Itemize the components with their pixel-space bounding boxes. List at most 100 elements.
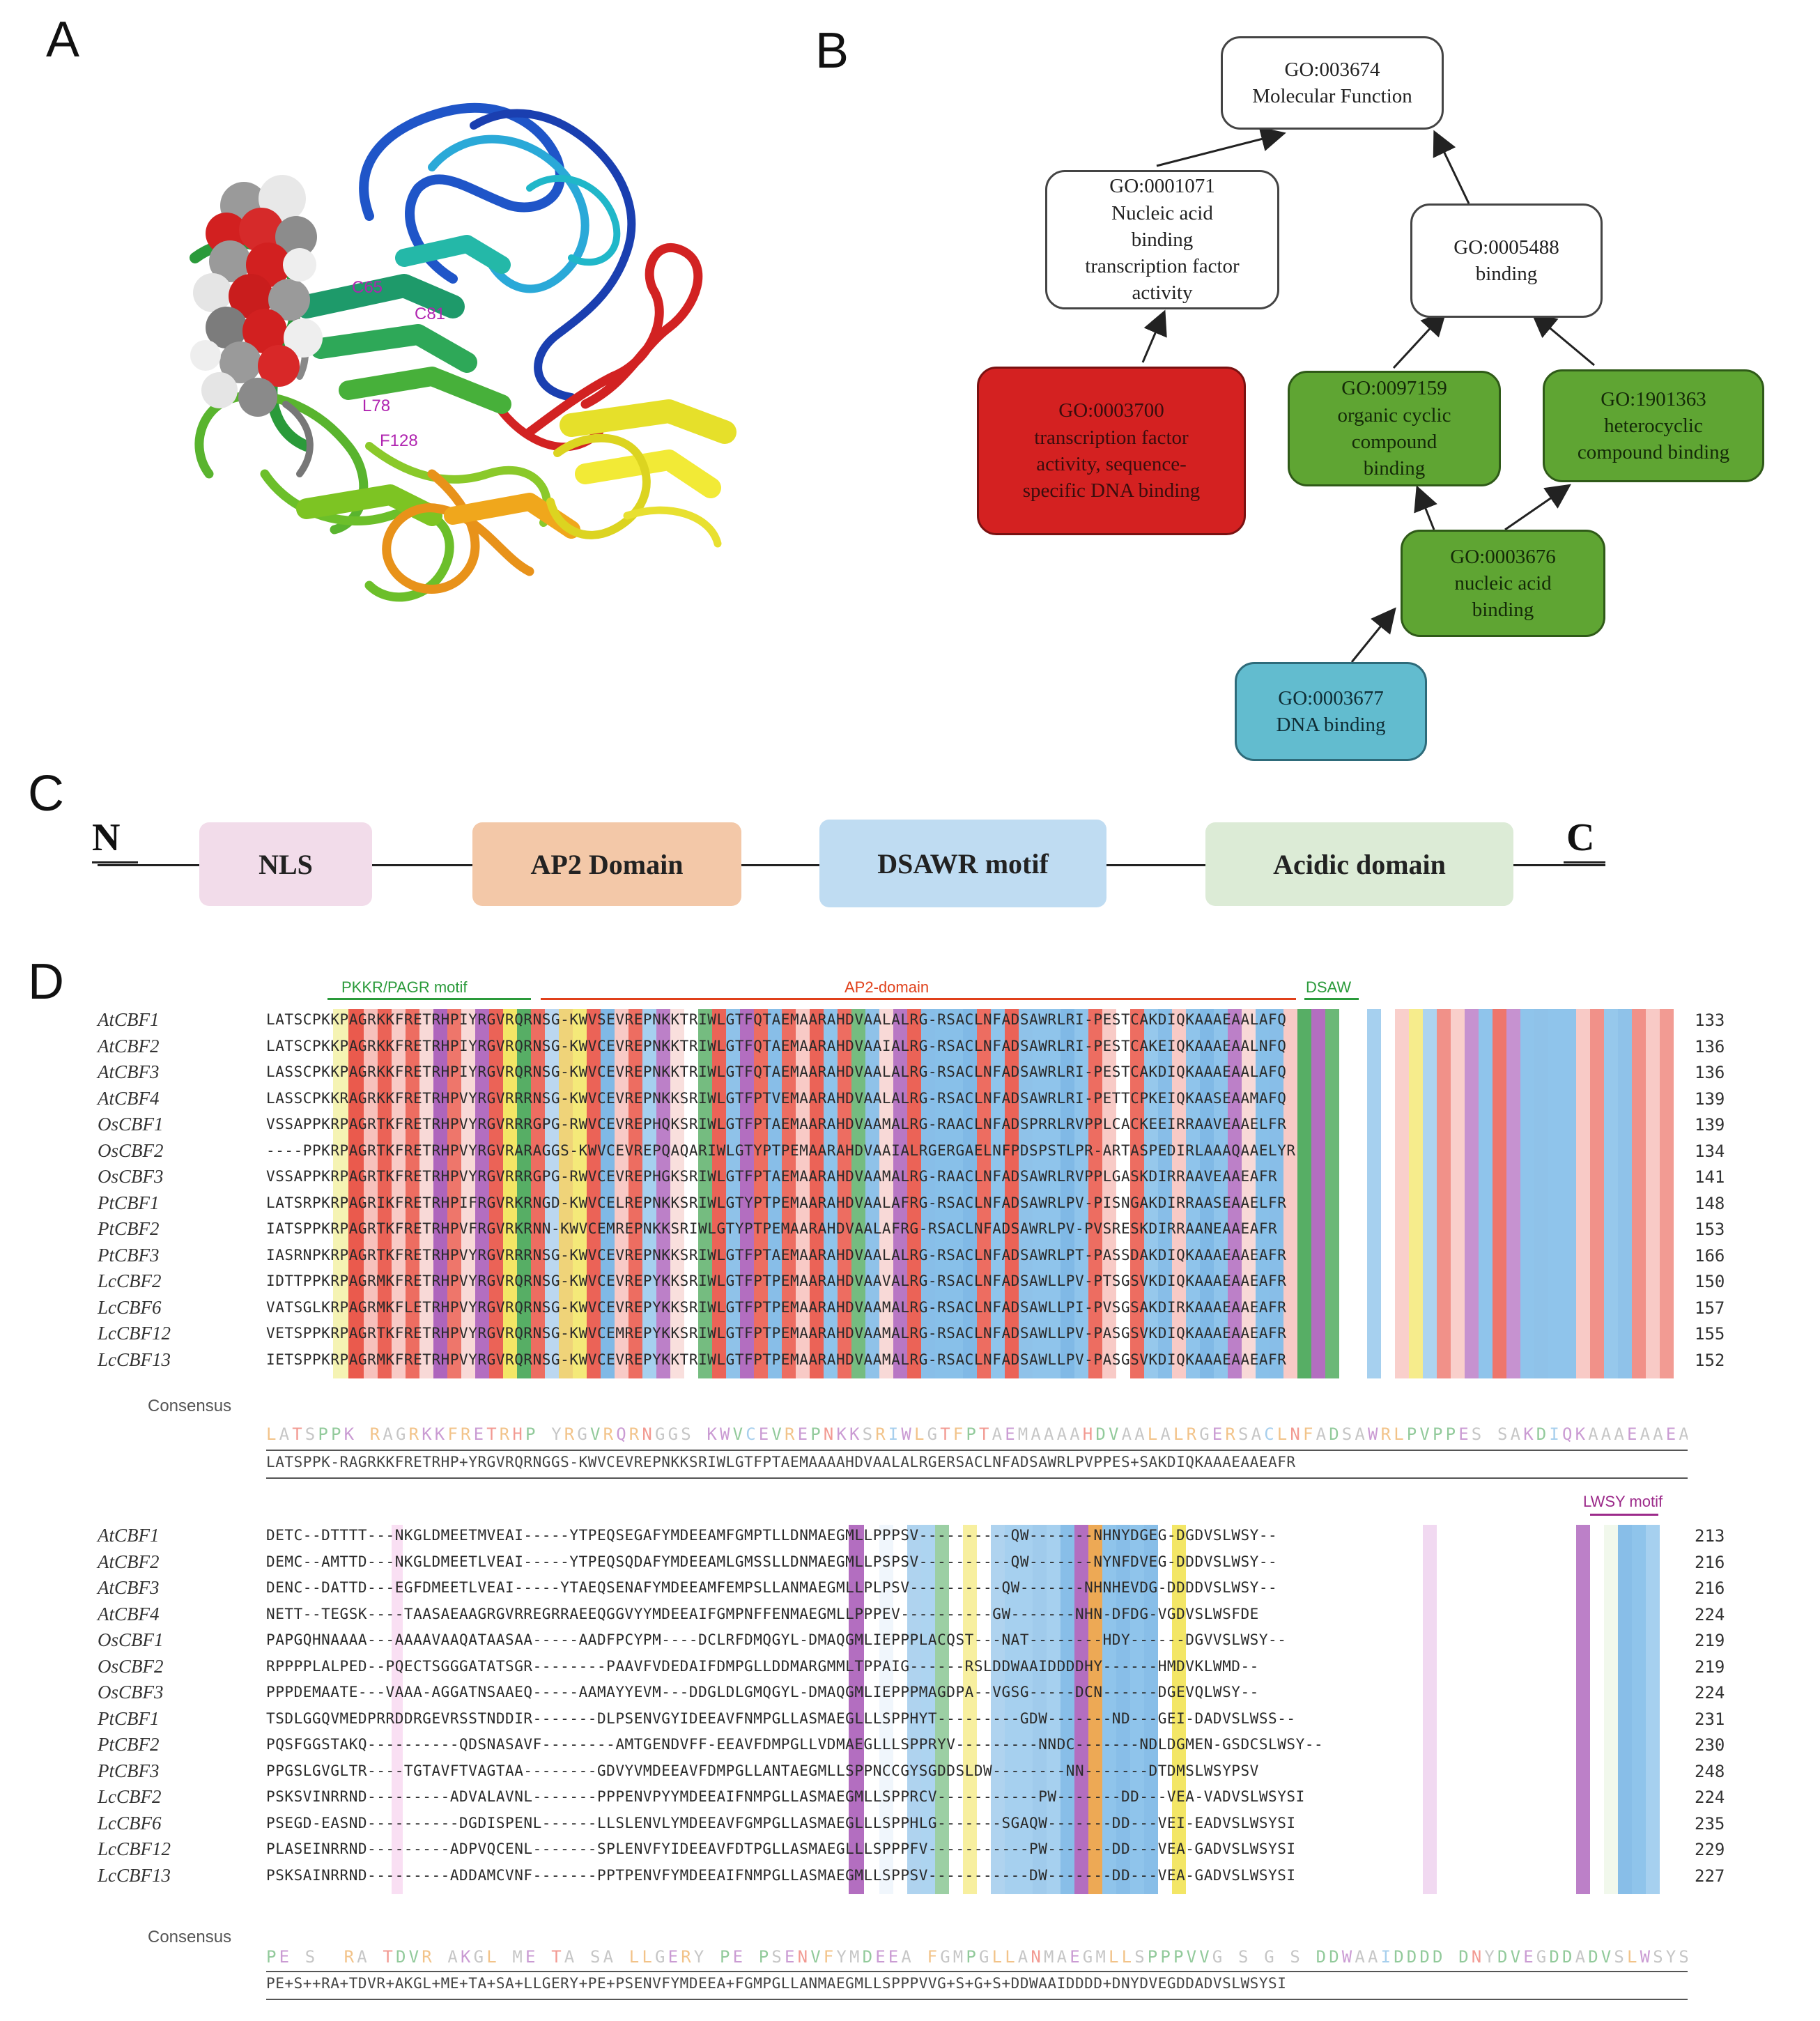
conserved-column-highlight	[419, 1009, 433, 1378]
conserved-column-highlight	[656, 1009, 670, 1378]
logo-glyph: S	[1497, 1424, 1507, 1444]
logo-glyph: E	[1523, 1947, 1533, 1967]
logo-glyph: S	[1679, 1947, 1688, 1967]
sequence-name: AtCBF4	[98, 1087, 160, 1109]
logo-glyph: T	[486, 1424, 496, 1444]
logo-glyph: P	[1433, 1424, 1442, 1444]
sequence-length: 139	[1695, 1089, 1725, 1109]
sequence-length: 134	[1695, 1141, 1725, 1161]
go-term: Nucleic acid	[1111, 201, 1213, 224]
go-term: organic cyclic	[1337, 404, 1451, 427]
panel-label-b: B	[815, 23, 849, 79]
logo-glyph: Q	[616, 1424, 626, 1444]
logo-glyph: M	[953, 1947, 963, 1967]
logo-glyph: C	[1264, 1424, 1274, 1444]
sequence-name: OsCBF2	[98, 1655, 164, 1677]
logo-glyph: D	[1497, 1947, 1507, 1967]
logo-glyph: A	[1044, 1424, 1054, 1444]
sequence-name: PtCBF1	[98, 1707, 160, 1729]
logo-glyph: A	[1653, 1424, 1663, 1444]
logo-glyph: S	[1238, 1424, 1248, 1444]
logo-glyph: V	[771, 1424, 781, 1444]
logo-glyph: P	[1446, 1424, 1456, 1444]
logo-glyph: A	[1057, 1947, 1067, 1967]
logo-glyph: H	[512, 1424, 522, 1444]
logo-glyph: E	[1666, 1424, 1676, 1444]
sequence-name: AtCBF1	[98, 1009, 160, 1030]
logo-glyph: S	[305, 1947, 315, 1967]
logo-glyph: A	[279, 1424, 290, 1444]
conserved-column-highlight	[378, 1009, 392, 1378]
logo-glyph: S	[1614, 1947, 1624, 1967]
sequence-name: OsCBF3	[98, 1682, 164, 1703]
conserved-column-highlight	[921, 1525, 935, 1894]
conserved-column-highlight	[1325, 1009, 1339, 1378]
sequence-name: LcCBF2	[98, 1786, 162, 1807]
conserved-column-highlight	[1144, 1009, 1158, 1378]
domain-acidic: Acidic domain	[1205, 822, 1513, 906]
logo-glyph: P	[966, 1424, 975, 1444]
sequence-length: 152	[1695, 1350, 1725, 1370]
logo-glyph: P	[720, 1947, 730, 1967]
sequence-residues: TSDLGGQVMEDPRRDDRGEVRSSTNDDIR-------DLPS…	[266, 1709, 1296, 1727]
sequence-length: 157	[1695, 1298, 1725, 1318]
logo-glyph: W	[1640, 1947, 1651, 1967]
sequence-length: 136	[1695, 1036, 1725, 1056]
sequence-residues: LASSCPKKPAGRKKFRETRHPIYRGVRQRNSG-KWVCEVR…	[266, 1063, 1287, 1080]
logo-glyph: E	[1212, 1424, 1222, 1444]
conserved-column-highlight	[670, 1009, 684, 1378]
motif-bar-pkkr	[327, 998, 531, 1000]
domain-dsawr-motif: DSAWR motif	[819, 820, 1106, 907]
logo-glyph: G	[474, 1947, 484, 1967]
conserved-column-highlight	[1632, 1525, 1646, 1894]
sequence-residues: ----PPKRPAGRTKFRETRHPVYRGVRARAGGS-KWVCEV…	[266, 1142, 1296, 1159]
sequence-residues: IASRNPKRPAGRTKFRETRHPVYRGVRRRNSG-KWVCEVR…	[266, 1246, 1287, 1263]
logo-glyph: A	[1588, 1424, 1598, 1444]
logo-glyph: S	[1238, 1947, 1248, 1967]
conserved-column-highlight	[1102, 1525, 1116, 1894]
c-terminus-underline	[1564, 861, 1605, 863]
conserved-column-highlight	[796, 1009, 810, 1378]
conserved-column-highlight	[1618, 1525, 1632, 1894]
sequence-residues: IETSPPKRPAGRMKFRETRHPVYRGVRQRNSG-KWVCEVR…	[266, 1351, 1287, 1368]
sequence-residues: LATSCPKKPAGRKKFRETRHPIYRGVRQRNSG-KWVCEVR…	[266, 1037, 1287, 1054]
conserved-column-highlight	[1646, 1525, 1660, 1894]
go-node-dna-binding: GO:0003677 DNA binding	[1235, 662, 1427, 761]
go-term: binding	[1475, 263, 1538, 285]
go-term: transcription factor	[1085, 255, 1240, 278]
logo-glyph: A	[1018, 1947, 1028, 1967]
sequence-residues: IDTTPPKRPAGRMKFRETRHPVYRGVRQRNSG-KWVCEVR…	[266, 1273, 1287, 1289]
logo-glyph: R	[344, 1947, 355, 1967]
conserved-column-highlight	[545, 1009, 559, 1378]
conserved-column-highlight	[1144, 1525, 1158, 1894]
conserved-column-highlight	[1437, 1009, 1451, 1378]
logo-glyph: G	[655, 1947, 665, 1967]
logo-glyph: D	[1329, 1424, 1339, 1444]
logo-glyph: A	[564, 1947, 575, 1967]
logo-glyph: A	[1160, 1424, 1171, 1444]
logo-glyph: A	[383, 1424, 393, 1444]
logo-glyph: D	[863, 1947, 872, 1967]
block2-conservation-shading	[392, 1525, 1660, 1894]
go-id: GO:0005488	[1453, 236, 1559, 259]
sequence-residues: DETC--DTTTT---NKGLDMEETMVEAI-----YTPEQSE…	[266, 1527, 1278, 1544]
logo-glyph: R	[681, 1947, 691, 1967]
conserved-column-highlight	[1367, 1009, 1381, 1378]
logo-glyph: A	[1316, 1424, 1327, 1444]
consensus-rule	[266, 1450, 1688, 1451]
sequence-length: 155	[1695, 1324, 1725, 1344]
conserved-column-highlight	[1200, 1009, 1214, 1378]
logo-glyph: A	[1134, 1424, 1145, 1444]
conserved-column-highlight	[768, 1009, 782, 1378]
sequence-name: AtCBF4	[98, 1603, 160, 1624]
logo-glyph: D	[1549, 1947, 1559, 1967]
logo-glyph: S	[681, 1424, 691, 1444]
logo-glyph: G	[1264, 1947, 1274, 1967]
sequence-length: 248	[1695, 1761, 1725, 1781]
logo-glyph: V	[1419, 1424, 1429, 1444]
logo-glyph: P	[759, 1947, 769, 1967]
logo-glyph: K	[461, 1947, 471, 1967]
sequence-length: 224	[1695, 1683, 1725, 1703]
logo-glyph: Y	[1666, 1947, 1676, 1967]
